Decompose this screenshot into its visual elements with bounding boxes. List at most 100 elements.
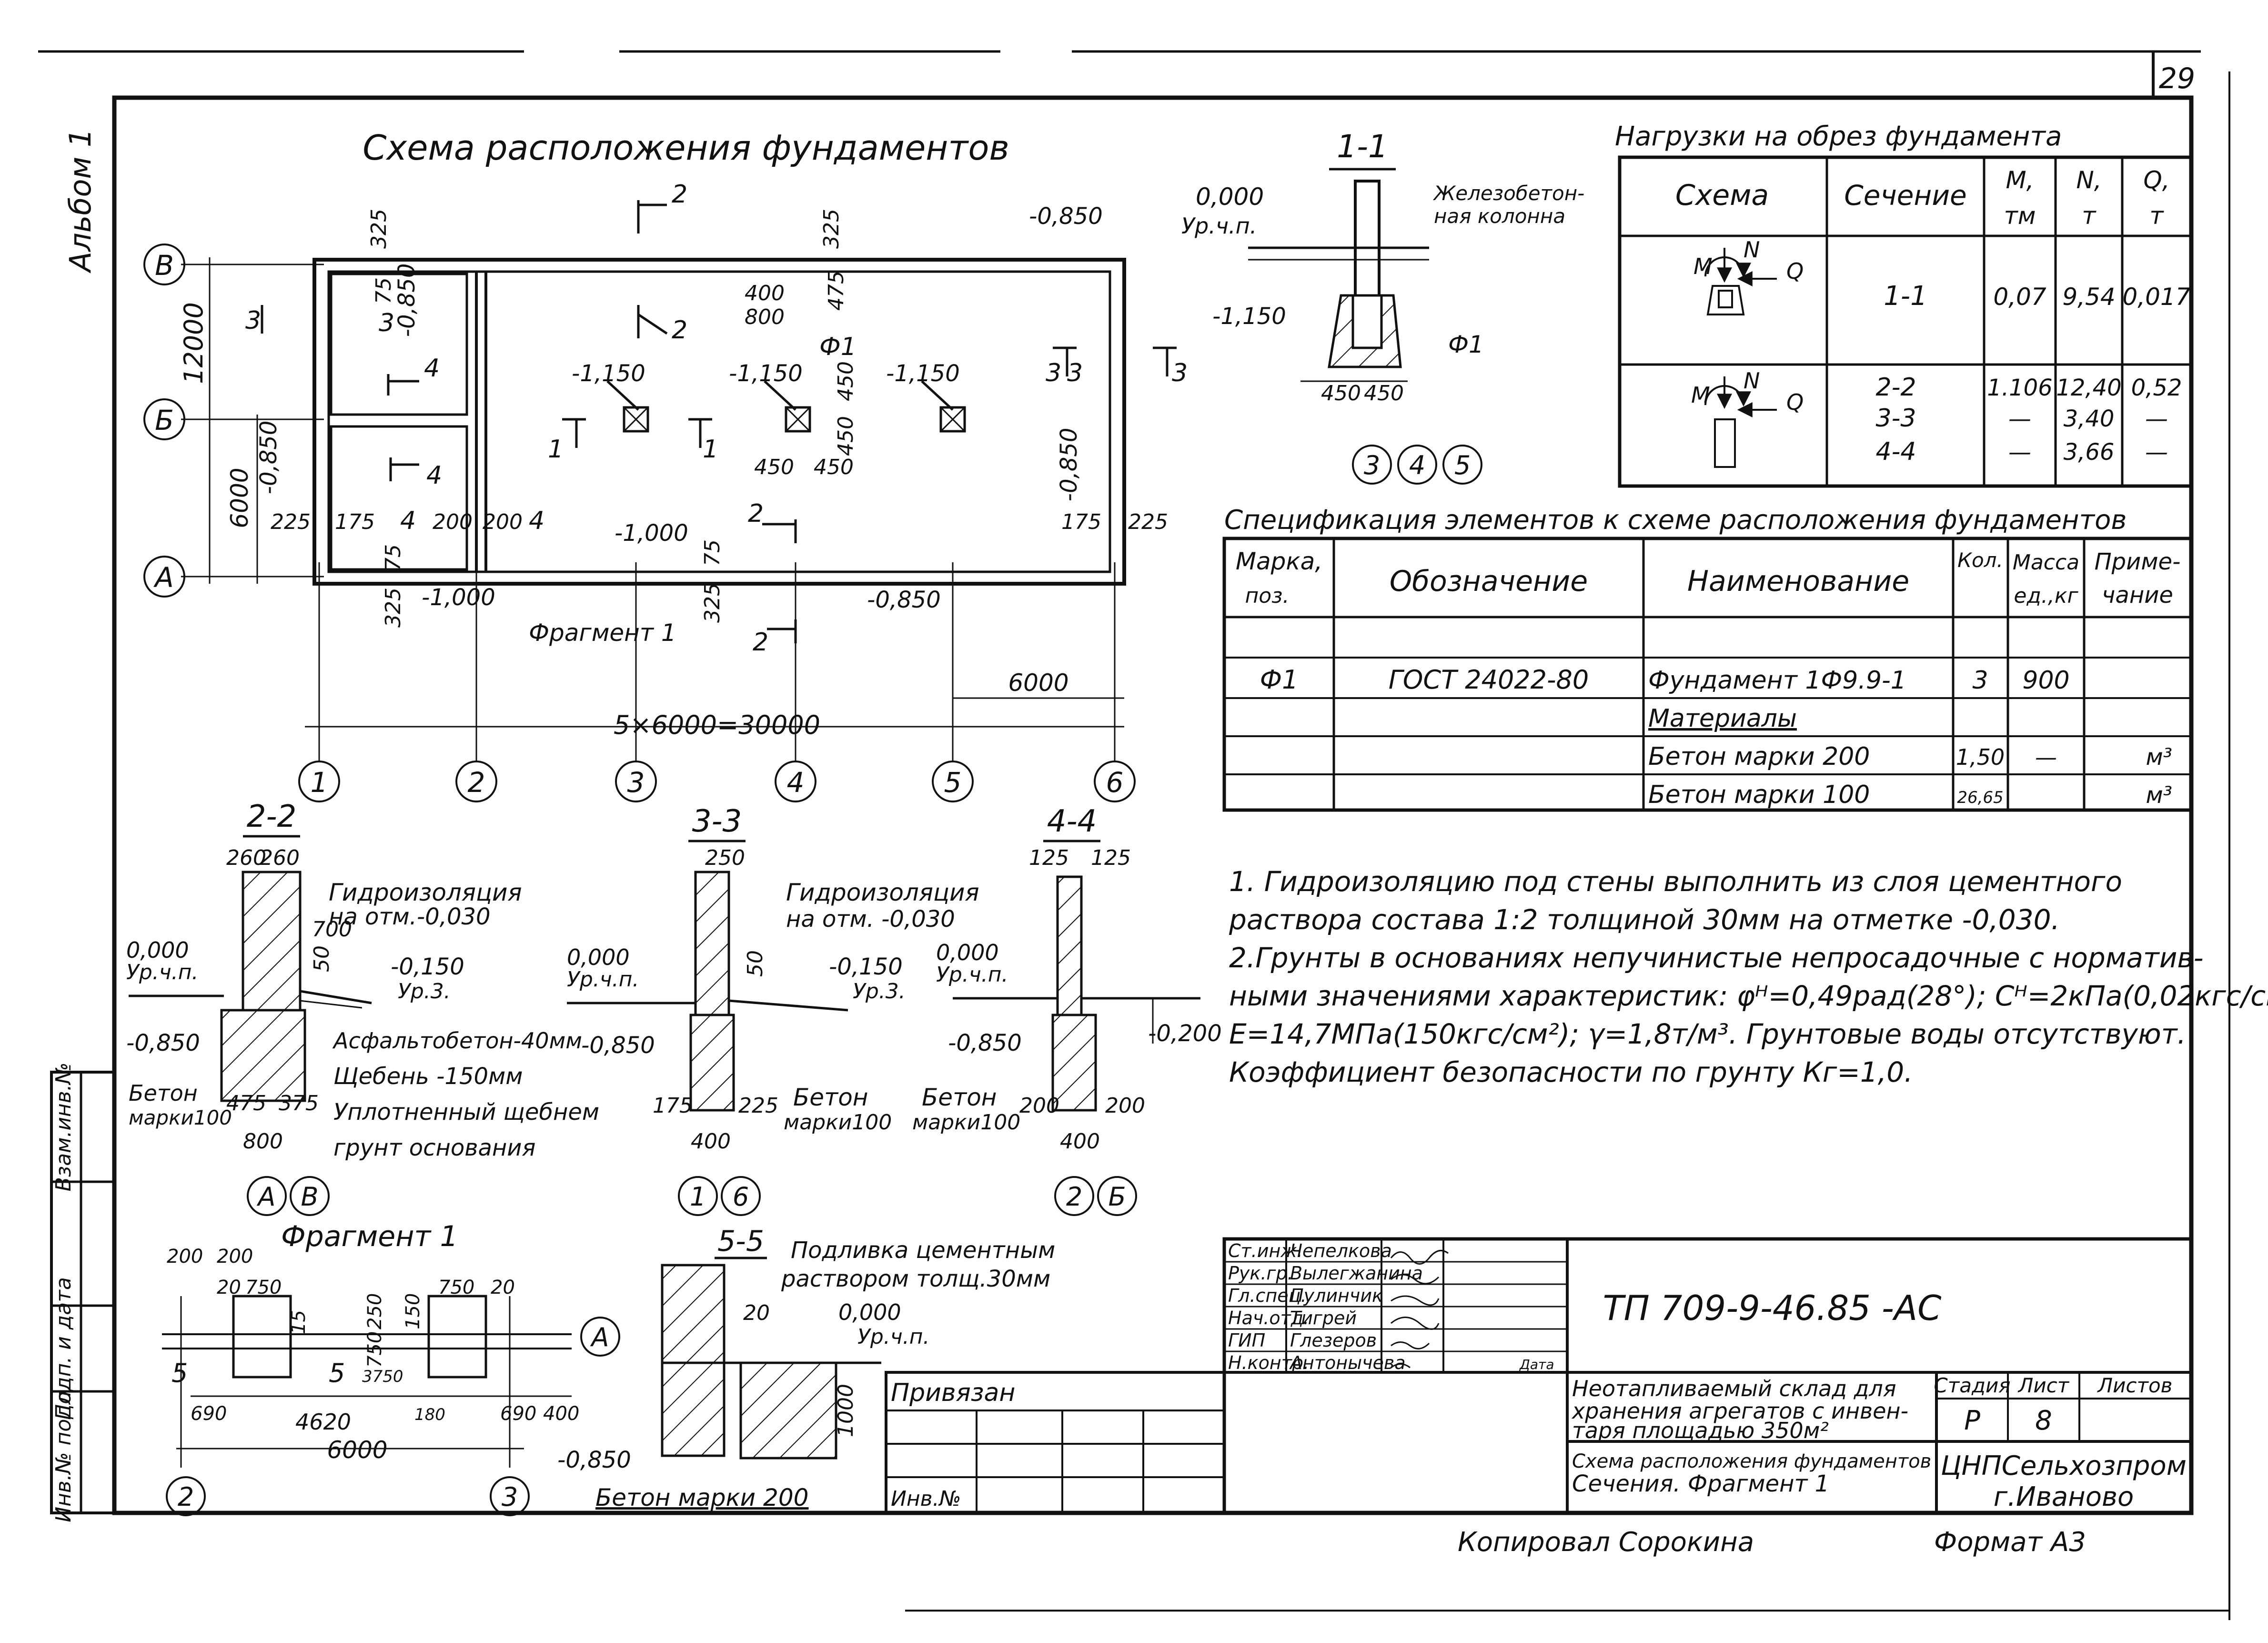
table-cell: м³ (2146, 782, 2172, 809)
note-line: 2.Грунты в основаниях непучинистые непро… (1229, 942, 2204, 974)
axis-number: 4 (787, 766, 805, 799)
dim: 325 (819, 209, 844, 249)
project-name: хранения агрегатов с инвен- (1571, 1398, 1908, 1424)
note-line: раствора состава 1:2 толщиной 30мм на от… (1229, 903, 2060, 936)
tb-stage: Р (1964, 1405, 1980, 1436)
tb-header: Листов (2097, 1374, 2173, 1397)
dim: 1000 (834, 1384, 858, 1437)
load-symbol: Q (1786, 389, 1804, 415)
load-symbol: М (1691, 382, 1710, 408)
level-mark: -0,850 (557, 1447, 631, 1473)
dim: 400 (543, 1403, 579, 1425)
tb-role: Рук.гр. (1228, 1263, 1293, 1284)
foundation-mark: Ф1 (1448, 331, 1484, 358)
spec-title: Спецификация элементов к схеме расположе… (1224, 505, 2127, 536)
tb-sheet-no: 8 (2035, 1405, 2052, 1436)
dim: 225 (1128, 510, 1168, 534)
binding-block: Привязан Инв.№ (885, 1371, 1226, 1514)
table-cell: ГОСТ 24022-80 (1389, 665, 1589, 695)
project-name: таря площадью 350м² (1572, 1418, 1829, 1443)
stamp-replaces: Взам.инв.№ (51, 1063, 76, 1192)
loads-title: Нагрузки на обрез фундамента (1615, 121, 2062, 152)
level-mark: -1,150 (1212, 303, 1286, 330)
inv-label: Инв.№ (891, 1487, 961, 1511)
dim: 800 (243, 1129, 283, 1154)
dim: 250 (705, 846, 745, 870)
table-cell: Фундамент 1Ф9.9-1 (1648, 666, 1906, 695)
dim: 200 (433, 510, 473, 534)
section-1-1: 1-1 0,000 Ур.ч.п. -1,150 Железобетон- на… (1181, 128, 1584, 485)
dim: 175 (335, 510, 375, 534)
section-mark: 3 (1046, 359, 1061, 387)
sheet-title: Схема расположения фундаментов (1572, 1450, 1931, 1472)
table-header: Марка, (1236, 548, 1322, 575)
axis-number: 3 (1364, 450, 1380, 480)
level-mark: 0,000 (838, 1299, 901, 1325)
level-mark: -1,000 (422, 584, 495, 611)
ground-label: Ур.ч.п. (126, 960, 198, 984)
plan-title: Схема расположения фундаментов (363, 128, 1009, 168)
annotation: марки100 (129, 1106, 232, 1129)
layer-label: Уплотненный щебнем (333, 1099, 599, 1126)
axis-number: 3 (502, 1482, 518, 1512)
axis-letter: В (301, 1182, 318, 1212)
section-mark: 4 (529, 507, 544, 535)
section-3-3: 3-3 250 Гидроизоляция на отм. -0,030 0,0… (567, 804, 979, 1216)
level-mark: -0,850 (255, 421, 282, 495)
level-mark: -0,850 (1029, 203, 1103, 230)
dim: 12000 (179, 302, 209, 384)
tb-role: Н.контр. (1228, 1352, 1309, 1373)
note-line: E=14,7МПа(150кгс/см²); γ=1,8т/м³. Грунто… (1229, 1018, 2186, 1050)
annotation: на отм.-0,030 (329, 903, 491, 930)
table-cell: 3,66 (2064, 439, 2115, 466)
table-cell: 0,52 (2131, 375, 2182, 401)
dim: 15 (288, 1310, 310, 1334)
annotation: Бетон марки 200 (595, 1484, 809, 1511)
dim: 475 (226, 1091, 266, 1116)
level-mark: -0,850 (1056, 428, 1082, 502)
stamp-inv-no: Инв.№ подл. (51, 1384, 76, 1522)
dim: 75 (372, 277, 396, 304)
table-header: N, (2076, 166, 2101, 194)
annotation: Подливка цементным (791, 1237, 1055, 1264)
dim: 20 (217, 1277, 241, 1298)
project-name: Неотапливаемый склад для (1572, 1376, 1896, 1401)
title-block: Ст.инж. Рук.гр. Гл.спец. Нач.отд. ГИП Н.… (1222, 1237, 2193, 1515)
dim: 200 (1019, 1094, 1059, 1118)
dim: 75 (700, 539, 725, 566)
dim: 50 (743, 950, 767, 977)
layer-label: Щебень -150мм (333, 1063, 523, 1090)
section-mark: 2 (672, 316, 687, 345)
note-line: Коэффициент безопасности по грунту Кг=1,… (1229, 1056, 1913, 1088)
level-mark: -0,850 (126, 1030, 200, 1056)
layer-label: грунт основания (333, 1135, 535, 1161)
tb-header: Стадия (1934, 1374, 2010, 1397)
level-mark: -0,150 (829, 953, 903, 980)
annotation: раствором толщ.30мм (781, 1266, 1050, 1292)
dim: 6000 (226, 467, 253, 528)
ground-label: Ур.3. (853, 979, 906, 1004)
axis-letter: Б (1108, 1182, 1126, 1212)
dim: 400 (691, 1129, 731, 1154)
dim: 450 (834, 361, 858, 401)
section-title: 2-2 (247, 799, 297, 834)
tb-role: Гл.спец. (1228, 1285, 1307, 1306)
section-mark: 2 (753, 628, 768, 657)
table-header: Схема (1675, 179, 1769, 212)
page-number: 29 (2159, 62, 2195, 95)
axis-letter: А (153, 561, 174, 594)
dim: 200 (217, 1246, 253, 1268)
layer-label: Асфальтобетон-40мм (332, 1028, 582, 1054)
section-mark: 5 (171, 1358, 188, 1388)
dim: 260 (226, 846, 266, 870)
load-symbol: М (1693, 254, 1713, 279)
section-mark: 4 (400, 507, 416, 535)
dim: 400 (1060, 1129, 1100, 1154)
dim: 20 (743, 1301, 770, 1325)
tb-name: Пулинчик (1290, 1285, 1383, 1306)
ground-label: Ур.3. (398, 979, 451, 1004)
table-cell: 0,07 (1993, 283, 2046, 311)
table-header: Обозначение (1390, 565, 1588, 598)
tb-header: Лист (2017, 1374, 2070, 1397)
level-mark: -0,150 (391, 953, 464, 980)
